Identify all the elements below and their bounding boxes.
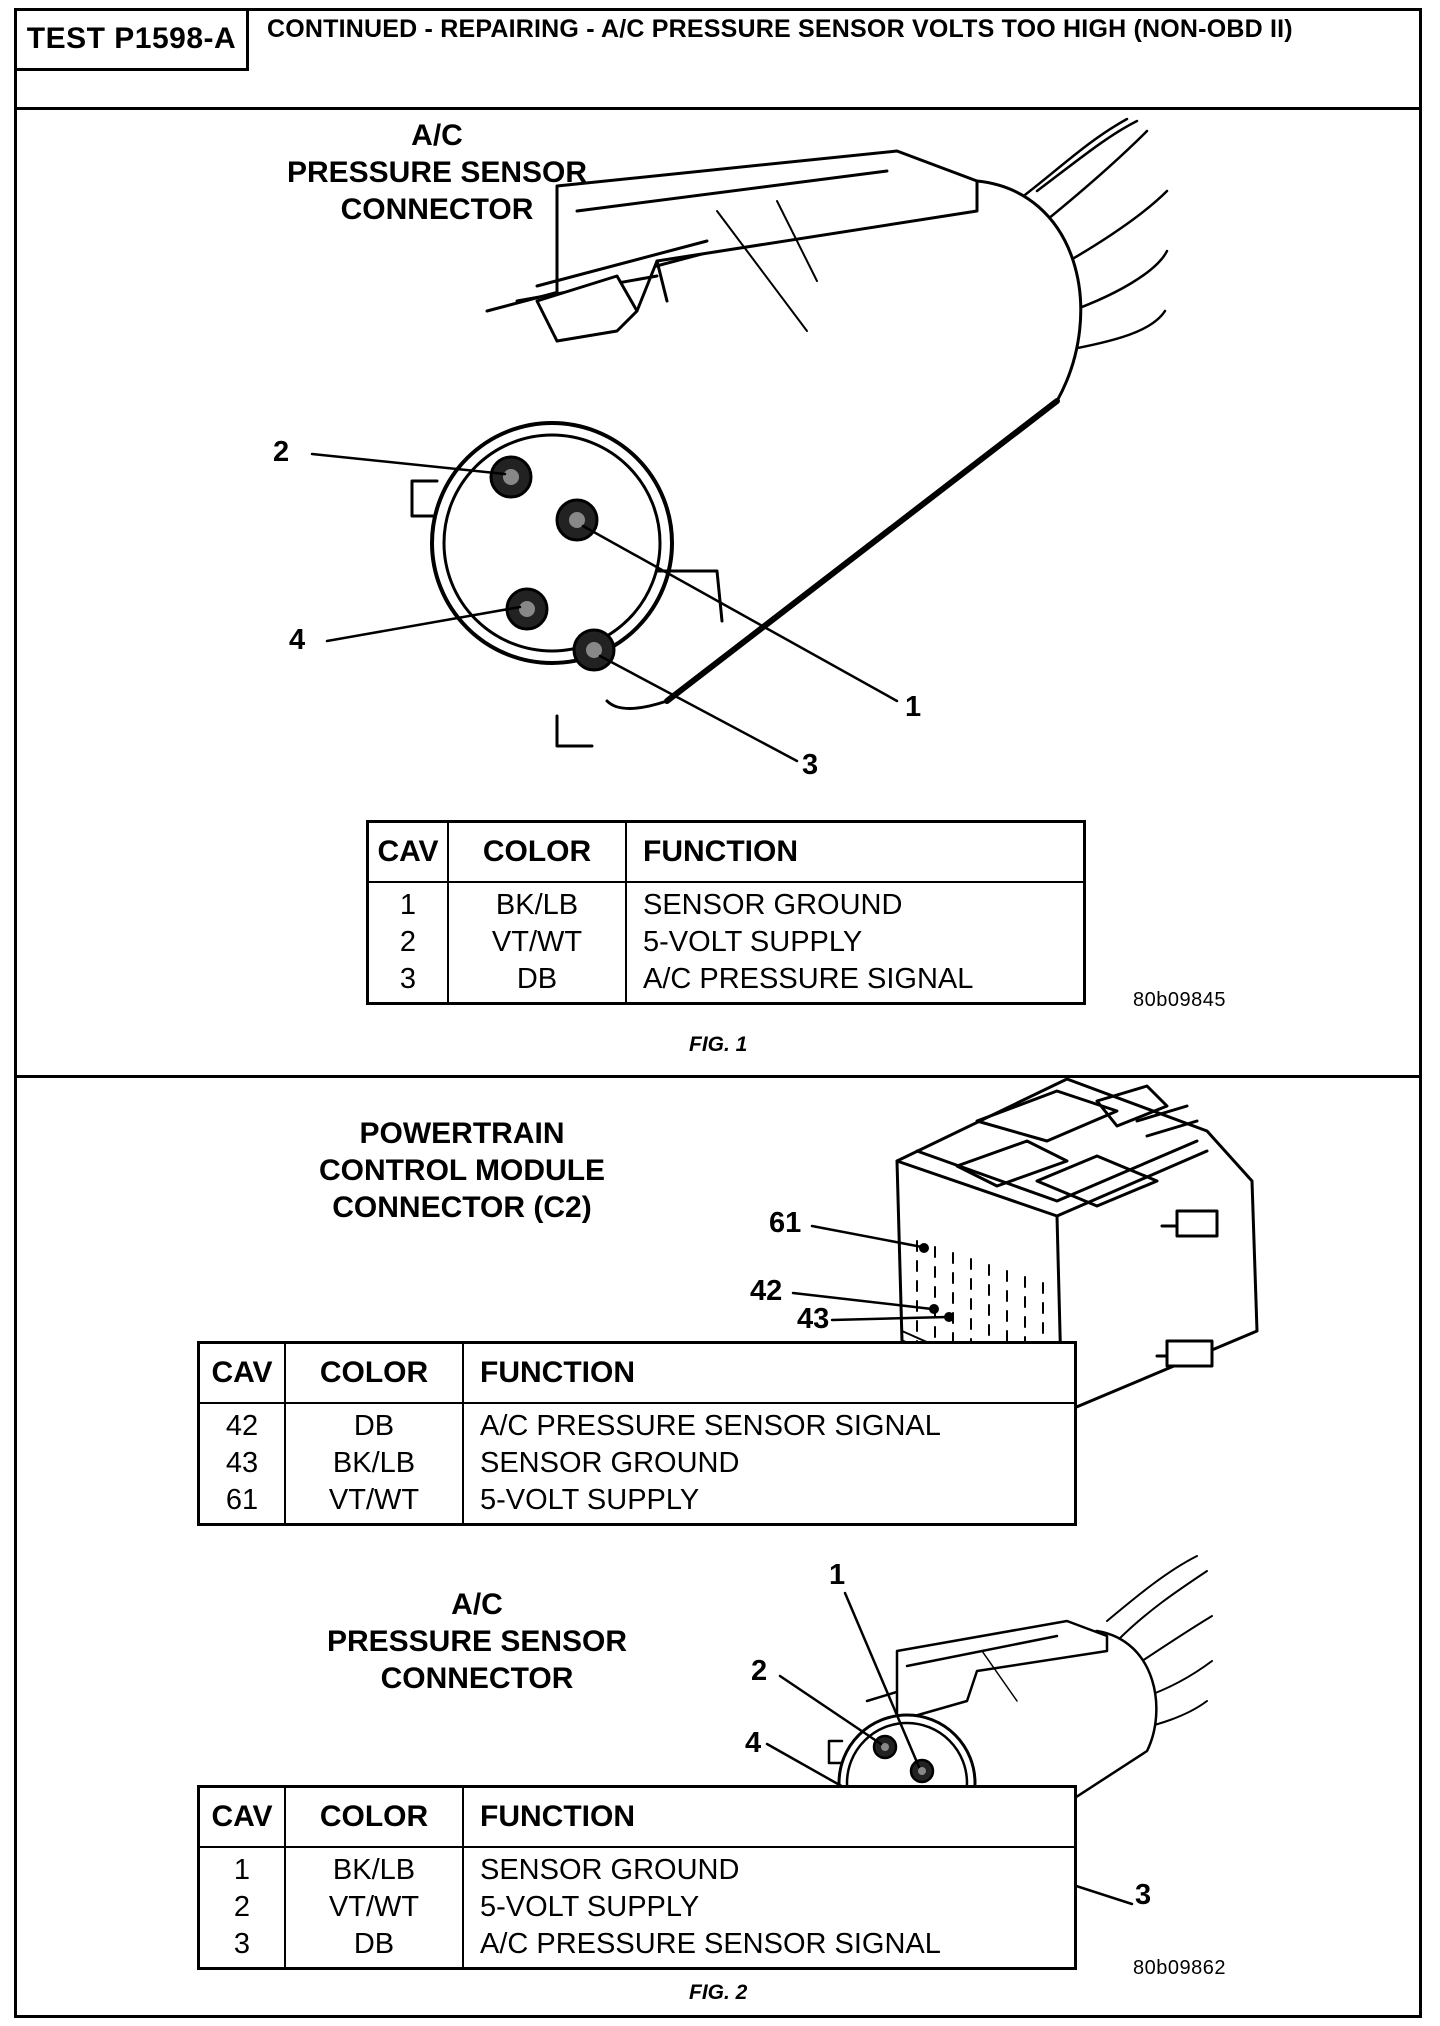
function-cell: SENSOR GROUND xyxy=(462,1445,1077,1482)
pcm-connector-label: POWERTRAIN CONTROL MODULE CONNECTOR (C2) xyxy=(287,1115,637,1226)
fig1-label-line-1: A/C xyxy=(411,119,463,152)
fig1-connector-label: A/C PRESSURE SENSOR CONNECTOR xyxy=(252,117,622,228)
cav-cell: 42 xyxy=(197,1403,286,1445)
pcm-label-line-2: CONTROL MODULE xyxy=(318,1154,606,1187)
cav-cell: 1 xyxy=(366,882,449,924)
fig1-label-line-3: CONNECTOR xyxy=(340,193,534,226)
col-cav-header: CAV xyxy=(197,1342,286,1404)
color-cell: BK/LB xyxy=(284,1445,464,1482)
pcm-pin-label-61: 61 xyxy=(769,1207,802,1239)
table-row: 42 DB A/C PRESSURE SENSOR SIGNAL xyxy=(197,1403,1077,1445)
header-divider xyxy=(17,107,1419,110)
fig2-pin-label-4: 4 xyxy=(745,1727,762,1759)
color-cell: VT/WT xyxy=(284,1889,464,1926)
col-color-header: COLOR xyxy=(284,1786,464,1848)
cav-cell: 3 xyxy=(366,961,449,1004)
table-row: 1 BK/LB SENSOR GROUND xyxy=(197,1847,1077,1889)
function-cell: A/C PRESSURE SIGNAL xyxy=(625,961,1086,1004)
function-cell: A/C PRESSURE SENSOR SIGNAL xyxy=(462,1926,1077,1969)
color-cell: VT/WT xyxy=(284,1482,464,1525)
function-cell: 5-VOLT SUPPLY xyxy=(462,1889,1077,1926)
table-header-row: CAV COLOR FUNCTION xyxy=(197,1786,1077,1848)
fig2-pin-label-3: 3 xyxy=(1135,1879,1152,1911)
fig1-label-line-2: PRESSURE SENSOR xyxy=(286,156,588,189)
col-function-header: FUNCTION xyxy=(462,1786,1077,1848)
pcm-pin-table: CAV COLOR FUNCTION 42 DB A/C PRESSURE SE… xyxy=(197,1341,1077,1526)
function-cell: 5-VOLT SUPPLY xyxy=(462,1482,1077,1525)
fig2-pin-label-2: 2 xyxy=(751,1655,768,1687)
fig2-sensor-pin-table: CAV COLOR FUNCTION 1 BK/LB SENSOR GROUND… xyxy=(197,1785,1077,1970)
header: TEST P1598-A CONTINUED - REPAIRING - A/C… xyxy=(17,11,1419,107)
col-color-header: COLOR xyxy=(447,821,627,883)
table-row: 3 DB A/C PRESSURE SENSOR SIGNAL xyxy=(197,1926,1077,1969)
col-function-header: FUNCTION xyxy=(625,821,1086,883)
color-cell: DB xyxy=(284,1403,464,1445)
color-cell: BK/LB xyxy=(447,882,627,924)
function-cell: SENSOR GROUND xyxy=(625,882,1086,924)
fig1-pin-label-1: 1 xyxy=(905,691,922,723)
fig1-pin-label-2: 2 xyxy=(273,436,290,468)
table-header-row: CAV COLOR FUNCTION xyxy=(197,1342,1077,1404)
fig1-ref-code: 80b09845 xyxy=(1133,989,1226,1011)
function-cell: SENSOR GROUND xyxy=(462,1847,1077,1889)
fig2-pin-label-1: 1 xyxy=(829,1559,846,1591)
cav-cell: 2 xyxy=(197,1889,286,1926)
table-row: 3 DB A/C PRESSURE SIGNAL xyxy=(366,961,1086,1004)
fig2-sensor-label-line-3: CONNECTOR xyxy=(380,1662,574,1695)
table-row: 2 VT/WT 5-VOLT SUPPLY xyxy=(366,924,1086,961)
service-manual-page: TEST P1598-A CONTINUED - REPAIRING - A/C… xyxy=(14,8,1422,2018)
fig1-pin-label-4: 4 xyxy=(289,624,306,656)
col-color-header: COLOR xyxy=(284,1342,464,1404)
pcm-label-line-1: POWERTRAIN xyxy=(359,1117,565,1150)
table-row: 61 VT/WT 5-VOLT SUPPLY xyxy=(197,1482,1077,1525)
fig1-sensor-connector-drawing xyxy=(310,117,1169,763)
table-row: 43 BK/LB SENSOR GROUND xyxy=(197,1445,1077,1482)
color-cell: DB xyxy=(284,1926,464,1969)
fig2-sensor-label-line-1: A/C xyxy=(451,1588,503,1621)
fig1-pin-table: CAV COLOR FUNCTION 1 BK/LB SENSOR GROUND… xyxy=(366,820,1086,1005)
function-cell: 5-VOLT SUPPLY xyxy=(625,924,1086,961)
cav-cell: 61 xyxy=(197,1482,286,1525)
table-row: 1 BK/LB SENSOR GROUND xyxy=(366,882,1086,924)
cav-cell: 3 xyxy=(197,1926,286,1969)
fig2-ref-code: 80b09862 xyxy=(1133,1957,1226,1979)
fig1-pin-label-3: 3 xyxy=(802,749,819,781)
cav-cell: 1 xyxy=(197,1847,286,1889)
table-row: 2 VT/WT 5-VOLT SUPPLY xyxy=(197,1889,1077,1926)
fig2-sensor-connector-drawing xyxy=(765,1555,1213,1906)
pcm-pin-label-43: 43 xyxy=(797,1303,830,1335)
test-id-box: TEST P1598-A xyxy=(17,11,249,71)
page-title: CONTINUED - REPAIRING - A/C PRESSURE SEN… xyxy=(267,15,1293,43)
cav-cell: 2 xyxy=(366,924,449,961)
cav-cell: 43 xyxy=(197,1445,286,1482)
function-cell: A/C PRESSURE SENSOR SIGNAL xyxy=(462,1403,1077,1445)
color-cell: VT/WT xyxy=(447,924,627,961)
col-cav-header: CAV xyxy=(197,1786,286,1848)
fig2-sensor-connector-label: A/C PRESSURE SENSOR CONNECTOR xyxy=(297,1586,657,1697)
figure-divider xyxy=(17,1075,1419,1078)
pcm-label-line-3: CONNECTOR (C2) xyxy=(332,1191,592,1224)
table-header-row: CAV COLOR FUNCTION xyxy=(366,821,1086,883)
fig1-caption: FIG. 1 xyxy=(689,1033,748,1056)
col-function-header: FUNCTION xyxy=(462,1342,1077,1404)
pcm-pin-label-42: 42 xyxy=(750,1275,783,1307)
color-cell: BK/LB xyxy=(284,1847,464,1889)
fig2-caption: FIG. 2 xyxy=(689,1981,748,2004)
fig2-sensor-label-line-2: PRESSURE SENSOR xyxy=(326,1625,628,1658)
color-cell: DB xyxy=(447,961,627,1004)
col-cav-header: CAV xyxy=(366,821,449,883)
